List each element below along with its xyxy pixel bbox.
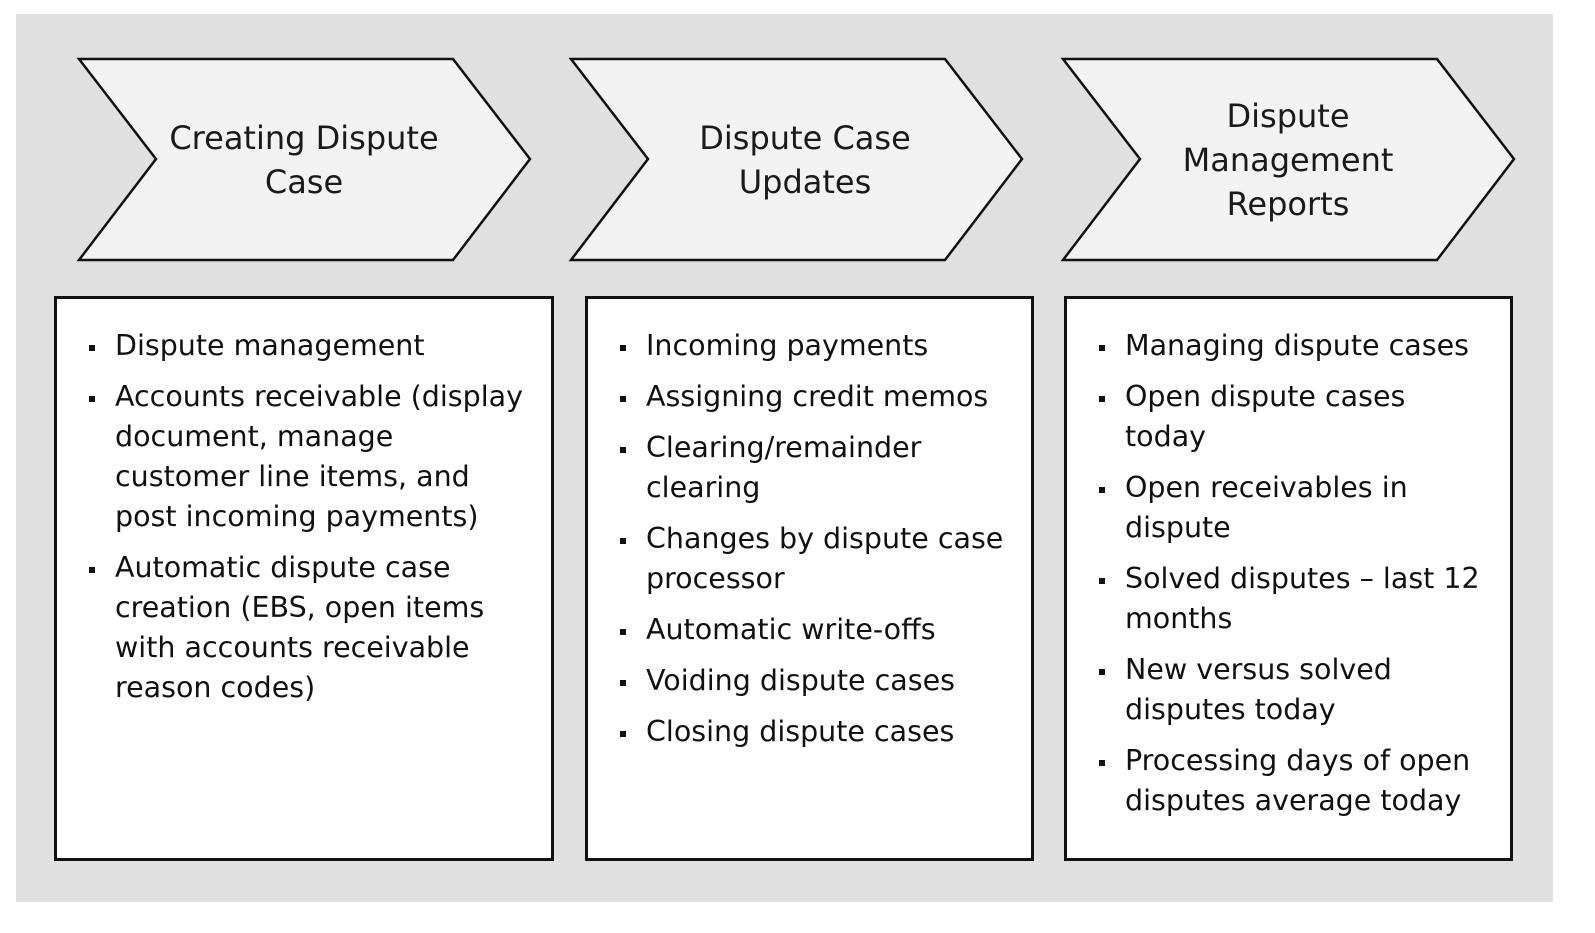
- list-item-text: Changes by dispute case processor: [646, 522, 1004, 595]
- chevron-creating-dispute-case: Creating Dispute Case: [76, 57, 532, 262]
- list-item: Managing dispute cases: [1099, 326, 1490, 366]
- bullet-icon: [89, 396, 95, 402]
- bullet-icon: [1099, 669, 1105, 675]
- list-item-text: Incoming payments: [646, 329, 929, 362]
- list-item-text: Open dispute cases today: [1125, 380, 1406, 453]
- list-item-text: Assigning credit memos: [646, 380, 989, 413]
- list-item: Solved disputes – last 12 months: [1099, 559, 1490, 639]
- list-item: Automatic write-offs: [620, 610, 1011, 650]
- chevron-label: Dispute Management Reports: [1182, 96, 1394, 223]
- list-item-text: Automatic dispute case creation (EBS, op…: [115, 551, 485, 704]
- list-item-text: Managing dispute cases: [1125, 329, 1469, 362]
- list-item-text: Dispute management: [115, 329, 425, 362]
- bullet-icon: [620, 447, 626, 453]
- bullet-icon: [1099, 760, 1105, 766]
- list-item: Incoming payments: [620, 326, 1011, 366]
- list-item: Open receivables in dispute: [1099, 468, 1490, 548]
- bullet-icon: [1099, 487, 1105, 493]
- list-item: Dispute management: [89, 326, 531, 366]
- bullet-icon: [620, 680, 626, 686]
- chevron-dispute-management-reports: Dispute Management Reports: [1060, 57, 1516, 262]
- chevron-shape: [1060, 57, 1516, 262]
- list-item-text: Closing dispute cases: [646, 715, 955, 748]
- list-item-text: Open receivables in dispute: [1125, 471, 1408, 544]
- list-item: Voiding dispute cases: [620, 661, 1011, 701]
- box-dispute-management-reports: Managing dispute cases Open dispute case…: [1064, 296, 1513, 861]
- bullet-icon: [1099, 345, 1105, 351]
- chevron-shape: [568, 57, 1024, 262]
- item-list: Managing dispute cases Open dispute case…: [1067, 299, 1510, 821]
- bullet-icon: [89, 345, 95, 351]
- bullet-icon: [620, 396, 626, 402]
- box-creating-dispute-case: Dispute management Accounts receivable (…: [54, 296, 554, 861]
- chevron-shape: [76, 57, 532, 262]
- box-dispute-case-updates: Incoming payments Assigning credit memos…: [585, 296, 1034, 861]
- bullet-icon: [1099, 578, 1105, 584]
- list-item: Open dispute cases today: [1099, 377, 1490, 457]
- bullet-icon: [620, 731, 626, 737]
- bullet-icon: [620, 345, 626, 351]
- list-item: New versus solved disputes today: [1099, 650, 1490, 730]
- list-item-text: Clearing/remainder clearing: [646, 431, 922, 504]
- chevron-label: Creating Dispute Case: [169, 118, 439, 201]
- bullet-icon: [620, 538, 626, 544]
- list-item: Clearing/remainder clearing: [620, 428, 1011, 508]
- list-item-text: Solved disputes – last 12 months: [1125, 562, 1480, 635]
- list-item-text: New versus solved disputes today: [1125, 653, 1392, 726]
- item-list: Incoming payments Assigning credit memos…: [588, 299, 1031, 752]
- list-item-text: Automatic write-offs: [646, 613, 936, 646]
- bullet-icon: [89, 567, 95, 573]
- list-item: Automatic dispute case creation (EBS, op…: [89, 548, 531, 708]
- item-list: Dispute management Accounts receivable (…: [57, 299, 551, 708]
- bullet-icon: [620, 629, 626, 635]
- list-item-text: Voiding dispute cases: [646, 664, 956, 697]
- list-item: Closing dispute cases: [620, 712, 1011, 752]
- list-item: Processing days of open disputes average…: [1099, 741, 1490, 821]
- bullet-icon: [1099, 396, 1105, 402]
- list-item: Accounts receivable (display document, m…: [89, 377, 531, 537]
- list-item: Changes by dispute case processor: [620, 519, 1011, 599]
- chevron-label: Dispute Case Updates: [699, 118, 911, 201]
- list-item-text: Accounts receivable (display document, m…: [115, 380, 523, 533]
- chevron-dispute-case-updates: Dispute Case Updates: [568, 57, 1024, 262]
- list-item: Assigning credit memos: [620, 377, 1011, 417]
- list-item-text: Processing days of open disputes average…: [1125, 744, 1471, 817]
